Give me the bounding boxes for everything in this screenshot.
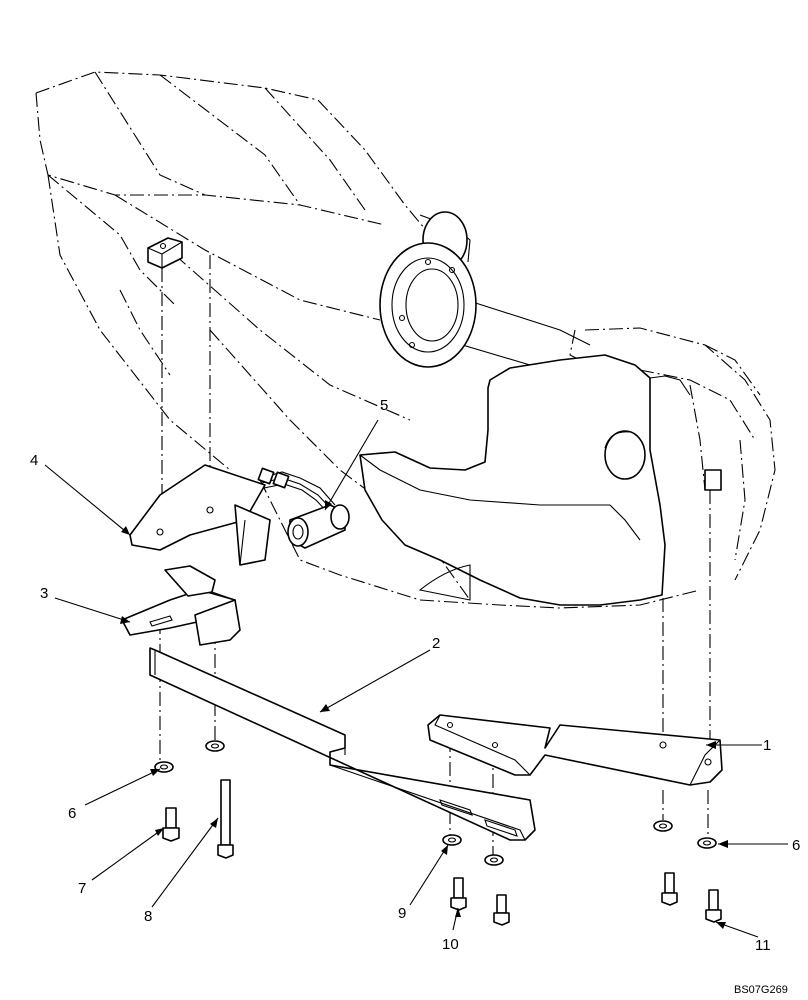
drawing-reference-code: BS07G269 — [734, 984, 788, 996]
callout-item-11: 11 — [755, 937, 771, 954]
angle-bracket — [121, 565, 241, 646]
callout-item-7: 7 — [78, 880, 86, 897]
washer — [653, 820, 673, 832]
pivot-pin — [604, 430, 646, 480]
arm-mount-block — [147, 237, 183, 269]
callout-item-9: 9 — [398, 905, 406, 922]
cross-shaft — [379, 211, 591, 371]
callout-item-6-right: 6 — [792, 837, 800, 854]
washer — [484, 854, 504, 866]
pivot-bracket — [359, 354, 722, 606]
short-bolt — [450, 877, 467, 911]
callout-item-2: 2 — [432, 635, 440, 652]
short-bolt — [661, 872, 678, 906]
callout-item-4: 4 — [30, 452, 38, 469]
short-bolt — [705, 889, 722, 923]
callout-item-8: 8 — [144, 908, 152, 925]
washers — [154, 740, 717, 866]
mounting-bar — [149, 647, 536, 841]
short-bolt — [493, 894, 510, 926]
bolts — [162, 779, 722, 926]
callout-item-6-left: 6 — [68, 805, 76, 822]
shaft-flange — [379, 242, 477, 368]
short-bolt — [162, 807, 180, 842]
proximity-sensor — [257, 467, 350, 549]
callout-item-1: 1 — [763, 737, 771, 754]
callout-item-10: 10 — [442, 936, 459, 953]
long-bolt — [217, 779, 234, 859]
sensor-bracket-plate — [129, 464, 271, 566]
arrow-heads — [120, 500, 728, 929]
callout-item-3: 3 — [40, 585, 48, 602]
callout-item-5: 5 — [380, 397, 388, 414]
mount-boss — [704, 469, 722, 491]
washer — [442, 834, 462, 846]
callout-numbers: 1 2 3 4 5 6 6 7 8 9 10 11 — [30, 397, 800, 954]
washer — [205, 740, 225, 752]
washer — [697, 837, 717, 849]
offset-bracket — [427, 714, 723, 786]
